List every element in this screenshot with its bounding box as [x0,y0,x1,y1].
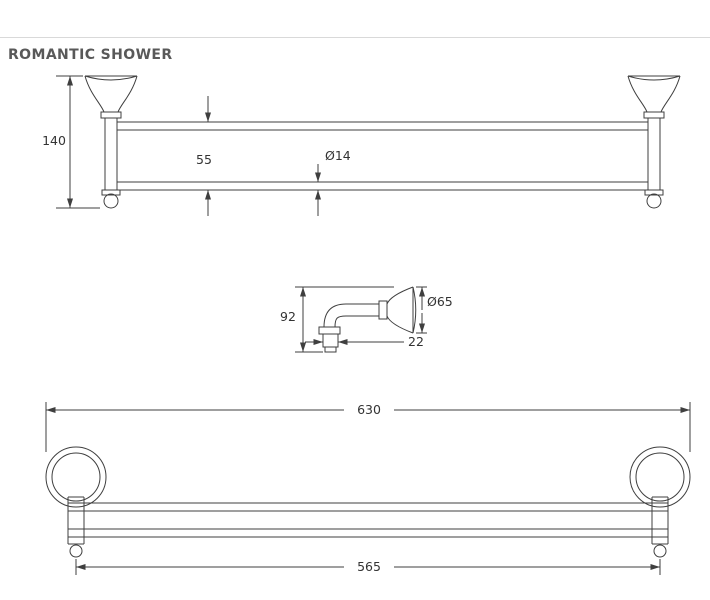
front-towel-bars [117,121,648,191]
flange-diameter-dim-label: Ø65 [427,294,453,309]
left-wall-plate [45,446,107,508]
bar-spacing-dim-label: 55 [196,152,212,167]
dim-bar-spacing: 55 [196,96,212,216]
front-view: 140 55 Ø14 [42,75,681,216]
mounting-centers-dim-label: 565 [357,559,381,574]
installed-rails [68,502,668,538]
front-left-post [84,75,138,209]
total-width-dim-label: 630 [357,402,381,417]
bracket-part [318,286,417,353]
dim-overall-height: 140 [42,75,100,209]
front-height-dim-label: 140 [42,133,66,148]
stud-diameter-dim-label: 22 [408,334,424,349]
dim-flange-diameter: Ø65 [416,286,453,334]
bracket-height-dim-label: 92 [280,309,296,324]
dim-mounting-centers: 565 [75,559,661,575]
dim-stud-diameter: 22 [305,334,424,349]
bracket-view: 92 Ø65 22 [280,286,453,353]
product-title: ROMANTIC SHOWER [8,47,173,63]
left-mount-post [67,496,85,558]
front-right-post [627,75,681,209]
installed-view: 630 [45,402,691,575]
dim-total-width: 630 [45,402,691,452]
right-wall-plate [629,446,691,508]
bar-diameter-dim-label: Ø14 [325,148,351,163]
dim-bar-diameter: Ø14 [315,148,351,216]
right-mount-post [651,496,669,558]
dim-bracket-height: 92 [280,286,394,353]
